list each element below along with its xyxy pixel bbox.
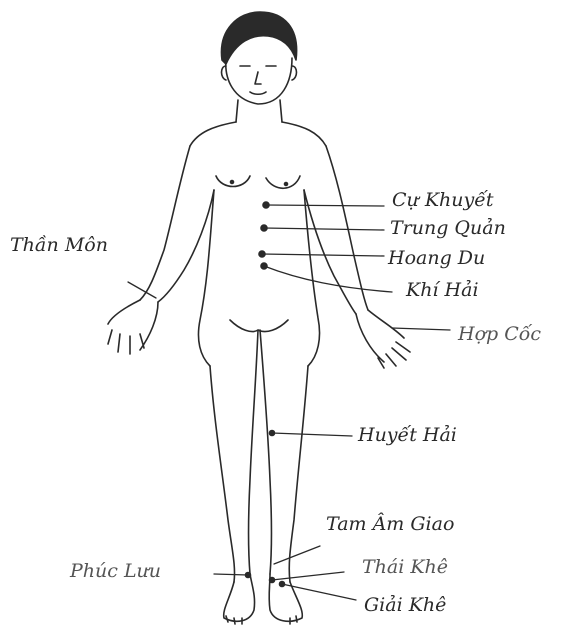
leader-cu-khuyet — [266, 205, 384, 206]
label-tam-am-giao: Tam Âm Giao — [326, 515, 454, 534]
label-khi-hai: Khí Hải — [406, 281, 479, 300]
right-arm-inner — [304, 190, 356, 314]
left-leg-outer — [210, 366, 235, 582]
leader-tam-am-giao — [274, 546, 320, 564]
leader-trung-quan — [264, 228, 384, 230]
right-leg-inner — [260, 330, 272, 574]
left-hand — [108, 300, 158, 354]
right-arm-outer — [326, 146, 368, 310]
left-arm-outer — [140, 146, 190, 300]
label-than-mon: Thần Môn — [10, 236, 108, 255]
chest — [216, 176, 300, 188]
leader-huyet-hai — [272, 433, 352, 436]
label-cu-khuyet: Cự Khuyết — [392, 191, 494, 210]
label-giai-khe: Giải Khê — [364, 596, 446, 615]
head — [226, 58, 292, 104]
label-phuc-luu: Phúc Lưu — [70, 562, 161, 581]
toes — [226, 616, 297, 624]
right-hand — [356, 310, 410, 368]
label-thai-khe: Thái Khê — [362, 558, 448, 577]
left-shoulder — [190, 122, 236, 146]
label-hoang-du: Hoang Du — [388, 249, 485, 268]
label-hop-coc: Hợp Cốc — [458, 325, 541, 344]
hair — [221, 12, 296, 64]
label-trung-quan: Trung Quản — [390, 219, 506, 238]
right-leg-outer — [289, 366, 308, 582]
nose — [255, 72, 261, 84]
leader-phuc-luu — [214, 574, 248, 575]
label-huyet-hai: Huyết Hải — [358, 426, 457, 445]
torso-left — [198, 190, 214, 366]
right-ear — [292, 66, 297, 80]
leader-hoang-du — [262, 254, 384, 256]
left-foot — [224, 574, 255, 621]
right-shoulder — [282, 122, 326, 146]
left-leg-inner — [249, 330, 259, 574]
leader-hop-coc — [392, 328, 450, 330]
groin — [230, 320, 288, 332]
leader-than-mon — [128, 282, 156, 298]
leader-khi-hai — [264, 266, 392, 292]
leader-thai-khe — [272, 572, 344, 580]
mouth — [250, 92, 266, 94]
leader-giai-khe — [282, 584, 356, 600]
